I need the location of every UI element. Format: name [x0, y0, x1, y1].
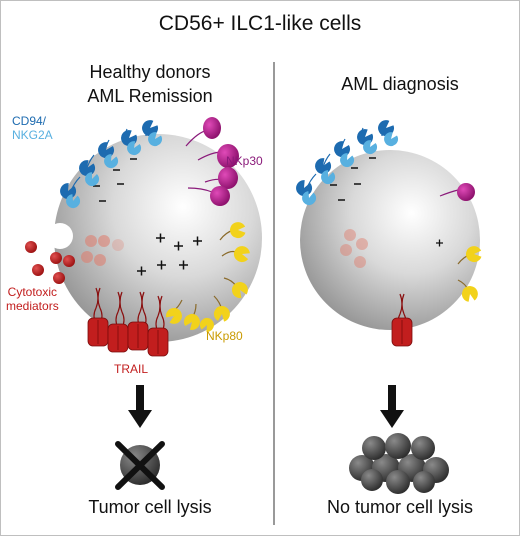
cytotoxic-line1: Cytotoxic	[7, 285, 58, 299]
nkp80-label: NKp80	[206, 329, 243, 343]
left-panel-heading: Healthy donors AML Remission	[40, 60, 260, 108]
cytotoxic-mediators-left	[25, 241, 75, 284]
left-heading-line1: Healthy donors	[89, 62, 211, 82]
cd94-nkg2a-receptors-left	[56, 117, 165, 211]
positive-charges-left	[137, 233, 202, 276]
cytotoxic-mediators-label: Cytotoxic mediators	[6, 285, 59, 313]
nkg2a-label: NKG2A	[12, 128, 53, 142]
right-footer: No tumor cell lysis	[326, 497, 474, 517]
negative-charges-right	[330, 157, 376, 201]
figure-title: CD56+ ILC1-like cells	[158, 12, 362, 35]
trail-label: TRAIL	[114, 362, 149, 376]
trail-receptors-left	[87, 287, 169, 357]
cd94-label: CD94/	[12, 114, 47, 128]
down-arrow-left	[128, 385, 152, 428]
nk-cell-right	[300, 150, 480, 330]
cell-notch	[47, 223, 73, 249]
intracellular-granules	[81, 235, 124, 266]
nkp80-receptors-left	[164, 219, 254, 335]
nkp30-receptors-left	[185, 117, 239, 206]
nkp30-receptor-right	[439, 183, 475, 201]
tumor-cluster-icon	[349, 433, 449, 494]
intracellular-granules-right	[340, 229, 368, 268]
nkp80-receptors-right	[457, 243, 485, 304]
left-footer: Tumor cell lysis	[88, 497, 212, 517]
cd94-nkg2a-receptors-right	[292, 117, 401, 208]
trail-receptor-right	[391, 293, 413, 347]
lysis-x-icon	[115, 441, 165, 490]
right-panel-heading: AML diagnosis	[341, 74, 459, 94]
positive-charge-right	[436, 239, 443, 247]
nkp30-label: NKp30	[226, 154, 263, 168]
down-arrow-right	[380, 385, 404, 428]
cytotoxic-line2: mediators	[6, 299, 59, 313]
left-heading-line2: AML Remission	[87, 86, 213, 106]
negative-charges-left	[93, 158, 137, 202]
